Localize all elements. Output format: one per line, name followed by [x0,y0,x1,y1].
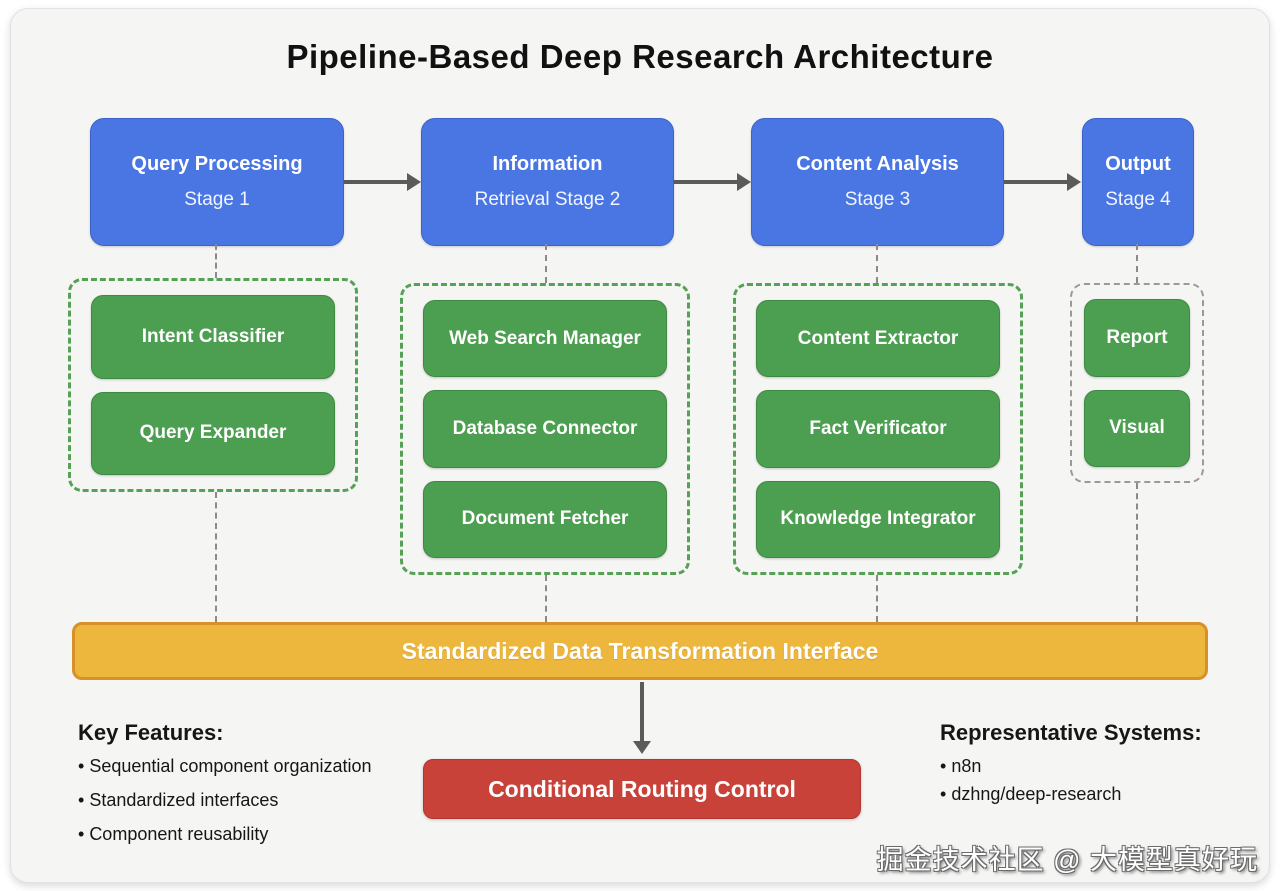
stage-sublabel: Stage 4 [1105,189,1171,210]
component-box: Document Fetcher [423,480,667,558]
key-features-block: Key Features: Sequential component organ… [78,720,372,858]
stage-sublabel: Retrieval Stage 2 [474,189,621,210]
dashed-connector [215,244,217,278]
conditional-routing-control-box: Conditional Routing Control [423,759,861,819]
group-content-analysis-components: Content Extractor Fact Verificator Knowl… [733,283,1023,575]
component-box: Visual [1084,389,1190,467]
component-box: Report [1084,299,1190,377]
flow-arrow-icon [674,173,751,191]
stage-box-content-analysis: Content Analysis Stage 3 [751,118,1004,246]
dashed-connector [215,492,217,622]
representative-system-item: n8n [940,756,1202,777]
representative-system-item: dzhng/deep-research [940,784,1202,805]
key-feature-item: Sequential component organization [78,756,371,777]
representative-systems-block: Representative Systems: n8n dzhng/deep-r… [940,720,1202,812]
flow-arrow-icon [1004,173,1081,191]
routing-box-label: Conditional Routing Control [488,775,796,802]
down-arrow-icon [633,682,651,754]
group-output-components: Report Visual [1070,283,1204,483]
representative-systems-title: Representative Systems: [940,720,1202,745]
interface-bar-label: Standardized Data Transformation Interfa… [401,637,879,664]
stage-label: Output [1105,153,1171,175]
component-box: Content Extractor [756,300,1000,378]
dashed-connector [1136,244,1138,283]
stage-sublabel: Stage 3 [844,189,911,210]
flow-arrow-icon [344,173,421,191]
dashed-connector [1136,483,1138,622]
dashed-connector [876,244,878,283]
stage-box-output: Output Stage 4 [1082,118,1194,246]
key-feature-item: Standardized interfaces [78,790,372,811]
data-transformation-interface-bar: Standardized Data Transformation Interfa… [72,622,1208,680]
watermark-text: 掘金技术社区 @ 大模型真好玩 [876,845,1258,875]
group-query-processing-components: Intent Classifier Query Expander [68,278,358,492]
dashed-connector [545,575,547,622]
dashed-connector [545,244,547,283]
component-box: Web Search Manager [423,300,667,378]
component-box: Database Connector [423,390,667,468]
stage-label: Content Analysis [796,153,959,175]
stage-label: Query Processing [131,153,303,175]
diagram-title: Pipeline-Based Deep Research Architectur… [286,38,994,75]
group-information-retrieval-components: Web Search Manager Database Connector Do… [400,283,690,575]
key-features-title: Key Features: [78,720,224,745]
stage-box-information-retrieval: Information Retrieval Stage 2 [421,118,674,246]
component-box: Knowledge Integrator [756,480,1000,558]
dashed-connector [876,575,878,622]
component-box: Intent Classifier [91,295,335,379]
component-box: Query Expander [91,391,335,475]
stage-sublabel: Stage 1 [184,189,250,210]
component-box: Fact Verificator [756,390,1000,468]
key-feature-item: Component reusability [78,824,372,845]
stage-box-query-processing: Query Processing Stage 1 [90,118,344,246]
stage-label: Information [492,153,603,175]
